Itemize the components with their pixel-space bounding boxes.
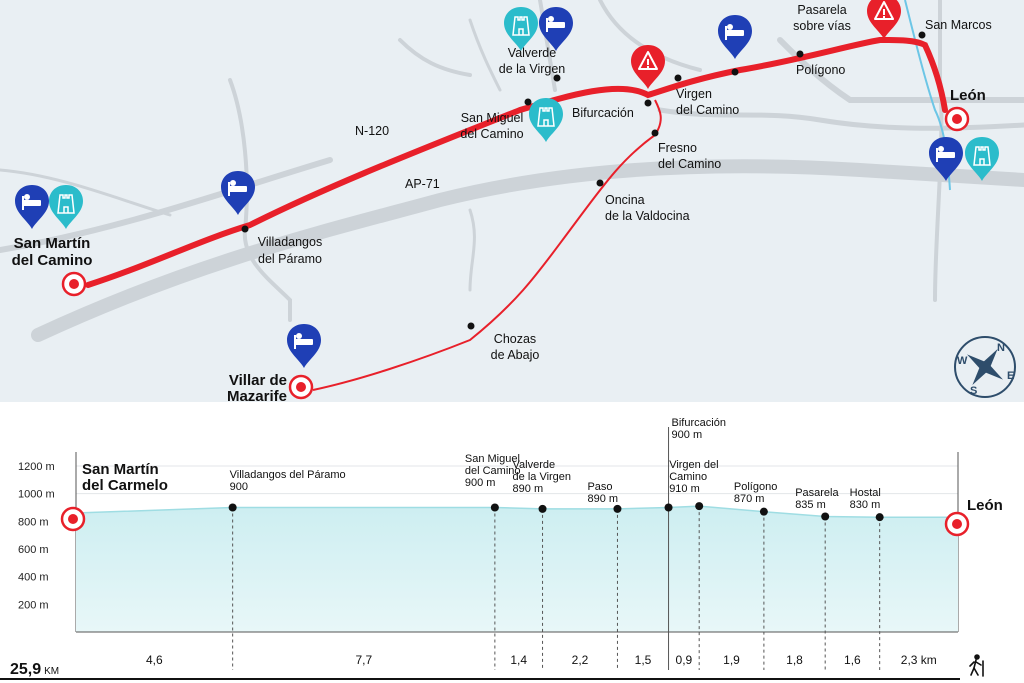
compass-icon: N E S W [954,336,1016,398]
profile-point[interactable] [695,502,704,511]
waypoint-bifurcacion[interactable] [644,99,652,107]
waypoint-oncina[interactable] [596,179,604,187]
segment-distance: 1,4 [510,653,527,667]
waypoint-villadangos[interactable] [241,225,249,233]
segment-distance: 1,8 [786,653,803,667]
waypoint-valverde[interactable] [553,74,561,82]
waypoint-dots [241,31,926,330]
segment-distance: 1,6 [844,653,861,667]
waypoint-virgen[interactable] [674,74,682,82]
segment-distance: 0,9 [676,653,693,667]
place-san-marcos: San Marcos [925,18,992,32]
target-icon[interactable] [288,374,314,400]
profile-point[interactable] [538,504,547,513]
hiker-icon [969,654,984,677]
waypoint-chozas[interactable] [467,322,475,330]
segment-distance: 2,3 km [901,653,937,667]
place-poligono: Polígono [796,63,845,77]
segment-distance: 4,6 [146,653,163,667]
waypoint-san-marcos[interactable] [918,31,926,39]
profile-point[interactable] [821,512,830,521]
y-tick-label: 400 m [18,572,49,584]
elevation-fill [76,506,958,632]
y-tick-label: 1200 m [18,461,55,473]
y-tick-label: 600 m [18,544,49,556]
target-icon[interactable] [61,271,87,297]
elevation-area [75,505,958,633]
waypoint-poligono[interactable] [796,50,804,58]
profile-point[interactable] [875,513,884,522]
waypoint-san-miguel[interactable] [524,98,532,106]
segment-distance: 2,2 [572,653,589,667]
place-leon: León [950,87,986,104]
profile-point[interactable] [759,507,768,516]
route-main-line [85,36,948,288]
target-icon[interactable] [944,106,970,132]
y-tick-label: 200 m [18,599,49,611]
map-background [0,0,1024,402]
segment-distance: 7,7 [355,653,372,667]
profile-point[interactable] [228,503,237,512]
profile-end-label: León [967,497,1003,514]
y-tick-label: 1000 m [18,489,55,501]
compass-e: E [1007,370,1014,382]
segment-distance: 1,5 [635,653,652,667]
segment-distance: 1,9 [723,653,740,667]
elevation-profile: 1200 m 1000 m 800 m 600 m 400 m 200 m Villada… [0,402,1024,683]
compass-w: W [957,355,968,367]
road-label-ap71: AP-71 [405,177,440,191]
background-roads [0,0,1024,342]
road-label-n120: N-120 [355,124,389,138]
waypoint-area[interactable] [731,68,739,76]
profile-point[interactable] [613,504,622,513]
profile-point[interactable] [490,503,499,512]
compass-n: N [997,342,1005,354]
place-bifurcacion: Bifurcación [572,106,634,120]
target-icon[interactable] [60,506,86,532]
compass-s: S [970,385,977,397]
target-icon[interactable] [944,511,970,537]
distance-segments: 4,6 7,7 1,4 2,2 1,5 0,9 1,9 1,8 1,6 2,3 km [146,653,937,667]
y-tick-label: 800 m [18,516,49,528]
waypoint-fresno[interactable] [651,129,659,137]
profile-point[interactable] [664,503,673,512]
